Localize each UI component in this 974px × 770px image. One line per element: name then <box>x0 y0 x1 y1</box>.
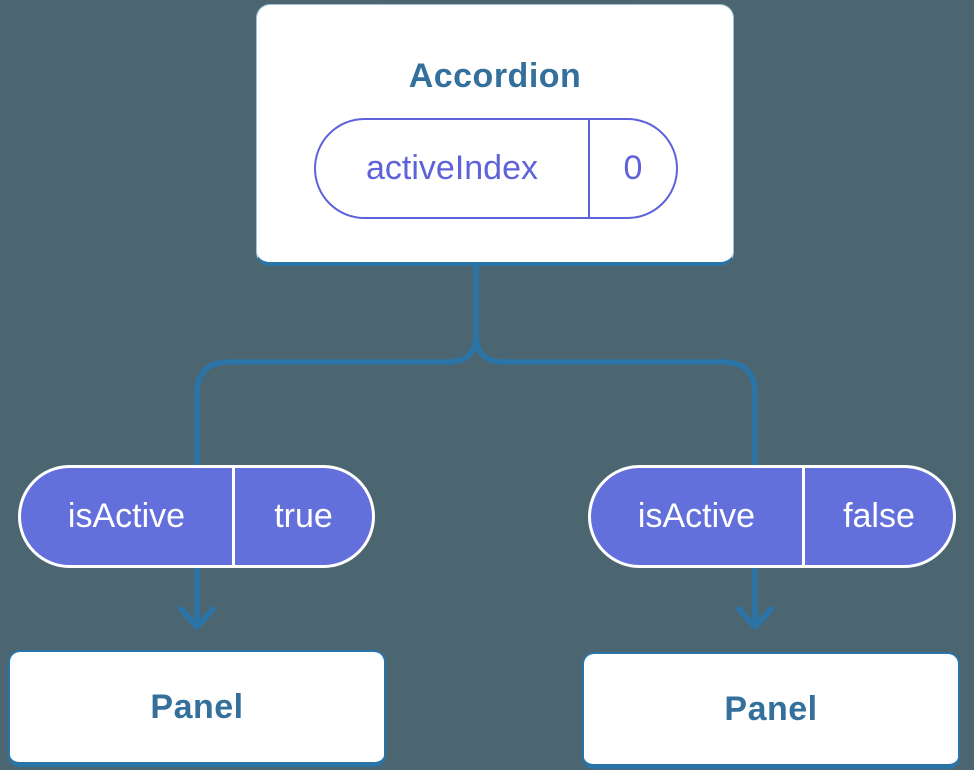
right-branch-line <box>473 333 758 625</box>
state-pill: activeIndex 0 <box>314 118 678 219</box>
prop-pill-left-divider <box>232 468 235 565</box>
panel-node-left: Panel <box>8 650 386 767</box>
panel-node-right: Panel <box>582 652 960 769</box>
prop-name-left: isActive <box>67 497 186 535</box>
panel-node-left-title: Panel <box>150 687 244 726</box>
state-pill-divider <box>588 120 590 217</box>
left-arrow-icon <box>178 606 216 630</box>
prop-value-left: true <box>274 497 333 535</box>
panel-node-right-title: Panel <box>724 689 818 728</box>
state-value: 0 <box>623 149 643 187</box>
right-arrow-icon <box>736 606 774 630</box>
prop-pill-left: isActive true <box>18 465 375 568</box>
prop-value-right: false <box>843 497 915 535</box>
left-branch-line <box>194 333 479 625</box>
accordion-node: Accordion activeIndex 0 <box>256 4 734 266</box>
prop-pill-right: isActive false <box>588 465 956 568</box>
accordion-node-title: Accordion <box>408 57 582 95</box>
prop-pill-right-divider <box>802 468 805 565</box>
state-name: activeIndex <box>366 149 538 187</box>
prop-name-right: isActive <box>637 497 756 535</box>
